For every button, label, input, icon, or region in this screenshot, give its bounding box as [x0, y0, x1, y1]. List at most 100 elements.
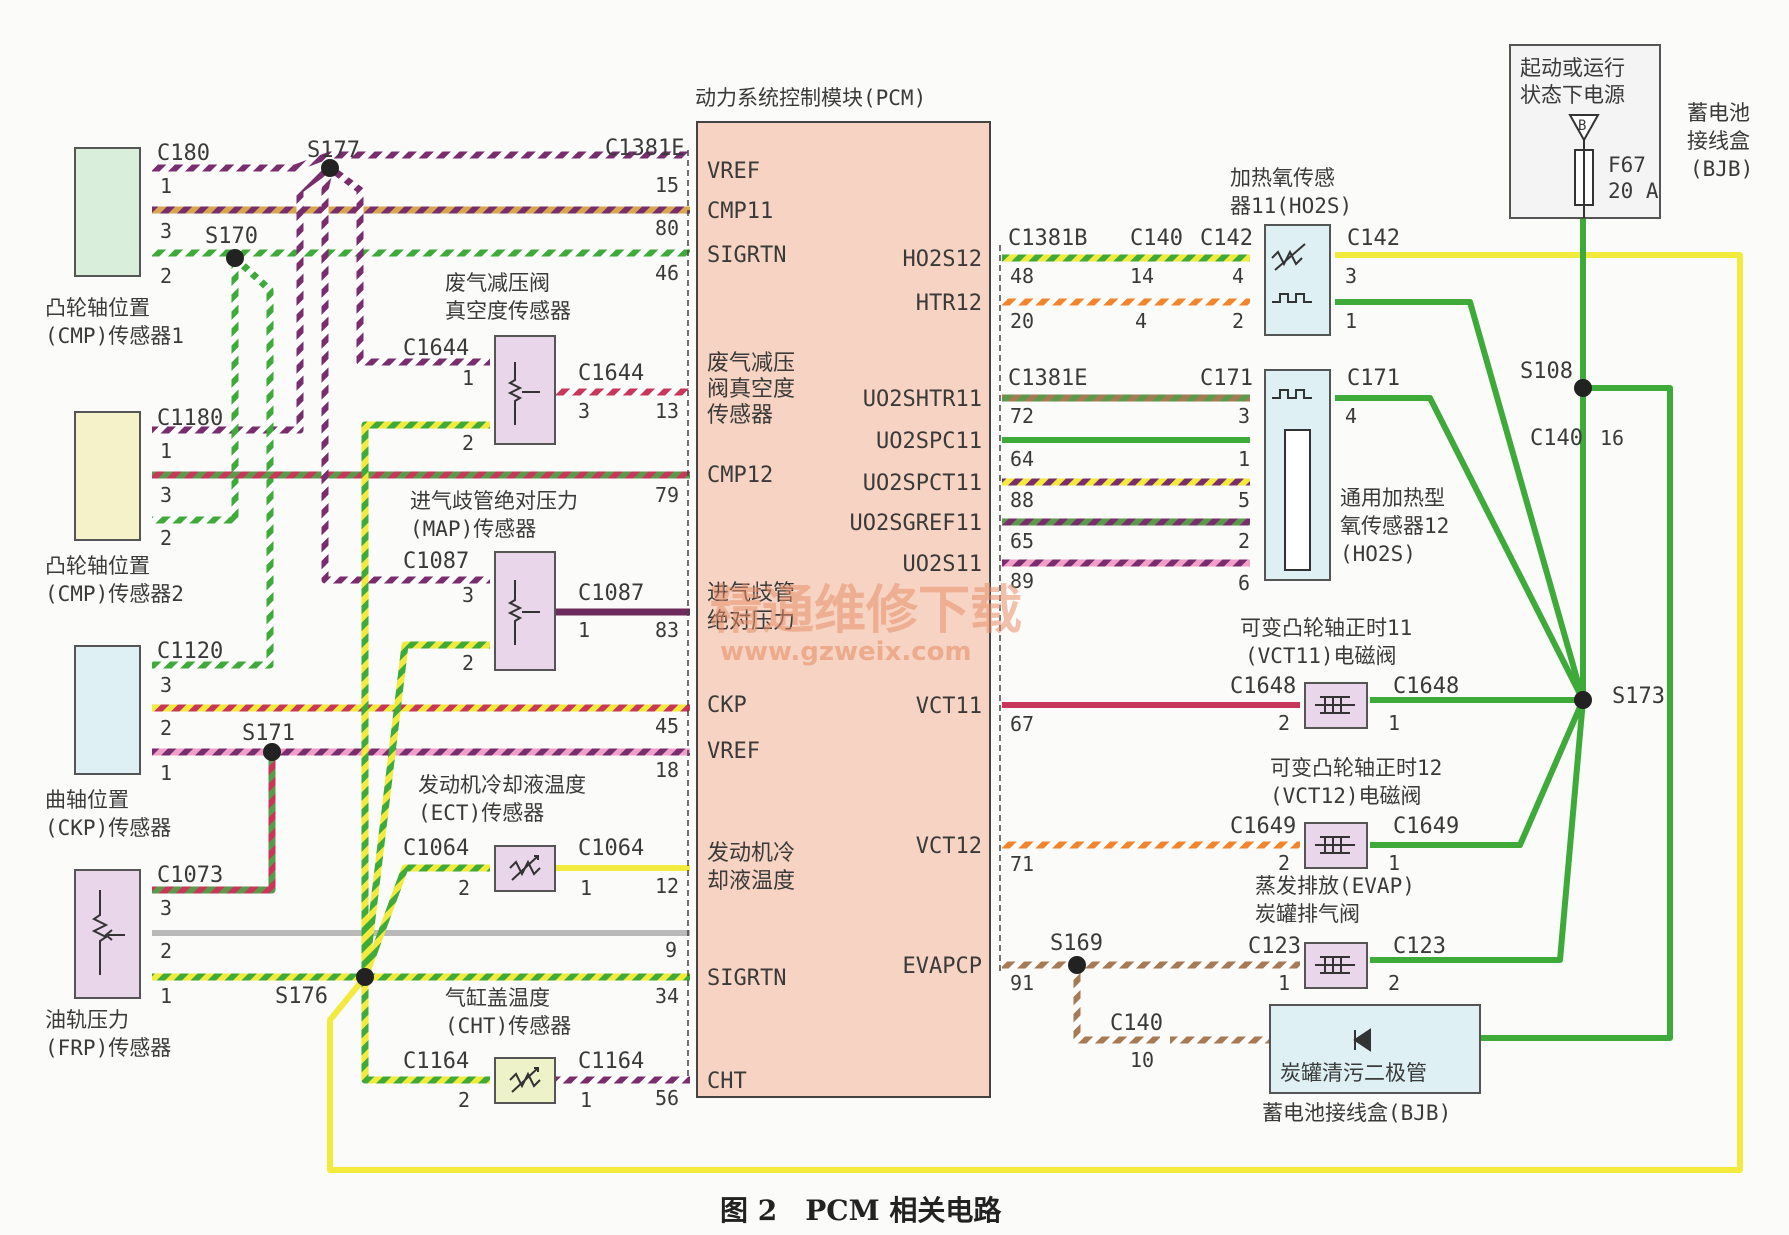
ho2s11-icons [1271, 243, 1312, 303]
splice-s170 [226, 249, 244, 267]
svg-text:器11(HO2S): 器11(HO2S) [1230, 194, 1352, 218]
svg-text:C1381B: C1381B [1008, 226, 1087, 251]
svg-text:10: 10 [1130, 1048, 1154, 1072]
svg-text:C142: C142 [1347, 226, 1400, 251]
svg-text:72: 72 [1010, 404, 1034, 428]
svg-text:34: 34 [655, 984, 679, 1008]
pin-label-vref1: VREF [707, 159, 760, 184]
pin-label-vct12: VCT12 [916, 834, 982, 859]
pin-label-uo2sgref11: UO2SGREF11 [850, 511, 982, 536]
bjb-terminal-icon [1568, 114, 1600, 143]
wire-s173-ho2s11htr [1335, 299, 1586, 701]
svg-text:C140: C140 [1130, 226, 1183, 251]
diode-icon [1353, 1028, 1371, 1052]
wire-s176-yellow-loop [327, 252, 1743, 1173]
svg-text:S173: S173 [1612, 684, 1665, 709]
svg-text:C140: C140 [1110, 1011, 1163, 1036]
svg-text:1: 1 [1388, 711, 1400, 735]
pin-label-uo2s11: UO2S11 [903, 552, 982, 577]
svg-text:C1164: C1164 [403, 1049, 469, 1074]
wire-s177-map [321, 167, 490, 584]
svg-text:14: 14 [1130, 264, 1154, 288]
svg-text:C1180: C1180 [157, 406, 223, 431]
svg-text:3: 3 [160, 673, 172, 697]
pin-label-map-2: 绝对压力 [707, 609, 795, 634]
svg-text:(CMP)传感器1: (CMP)传感器1 [45, 324, 184, 348]
connector-labels: C180 C1180 C1120 C1073 C1644 C1644 C1087… [157, 136, 1583, 1074]
svg-text:1: 1 [462, 366, 474, 390]
pin-label-htr12: HTR12 [916, 291, 982, 316]
svg-text:2: 2 [1238, 529, 1250, 553]
svg-text:79: 79 [655, 483, 679, 507]
svg-text:真空度传感器: 真空度传感器 [445, 299, 571, 323]
splice-s169 [1068, 956, 1086, 974]
svg-text:2: 2 [1278, 851, 1290, 875]
right-component-names: 加热氧传感 器11(HO2S) 通用加热型 氧传感器12 (HO2S) 可变凸轮… [1230, 166, 1449, 926]
svg-text:发动机冷却液温度: 发动机冷却液温度 [418, 773, 586, 797]
svg-text:3: 3 [160, 483, 172, 507]
pin-label-cmp11: CMP11 [707, 199, 773, 224]
svg-text:曲轴位置: 曲轴位置 [45, 788, 129, 812]
wire-s177-evapsens [327, 165, 490, 366]
svg-text:2: 2 [1278, 711, 1290, 735]
wire-s176-map [361, 641, 490, 978]
svg-text:气缸盖温度: 气缸盖温度 [445, 986, 550, 1010]
svg-text:加热氧传感: 加热氧传感 [1230, 166, 1335, 190]
svg-text:通用加热型: 通用加热型 [1340, 486, 1445, 510]
svg-text:4: 4 [1345, 404, 1357, 428]
svg-text:C1087: C1087 [578, 581, 644, 606]
svg-text:C1649: C1649 [1393, 814, 1459, 839]
pin-label-ckp: CKP [707, 693, 747, 718]
svg-text:C1087: C1087 [403, 549, 469, 574]
svg-text:(FRP)传感器: (FRP)传感器 [45, 1036, 171, 1060]
ho2s12-heater-icon [1272, 389, 1312, 399]
pin-label-ect-1: 发动机冷 [707, 841, 795, 866]
svg-text:废气减压阀: 废气减压阀 [445, 271, 550, 295]
svg-text:16: 16 [1600, 426, 1624, 450]
wire-power-diode [1480, 385, 1673, 1041]
svg-text:56: 56 [655, 1086, 679, 1110]
svg-text:13: 13 [655, 399, 679, 423]
svg-text:1: 1 [580, 1088, 592, 1112]
pcm-right-pins: HO2S12 HTR12 UO2SHTR11 UO2SPC11 UO2SPCT1… [850, 247, 982, 979]
svg-text:1: 1 [1238, 447, 1250, 471]
wire-s177-cmp2 [152, 165, 333, 434]
svg-text:C1381E: C1381E [1008, 366, 1087, 391]
splice-s173 [1574, 691, 1592, 709]
svg-text:接线盒: 接线盒 [1687, 129, 1750, 153]
svg-text:(MAP)传感器: (MAP)传感器 [410, 517, 536, 541]
svg-text:(VCT11)电磁阀: (VCT11)电磁阀 [1245, 644, 1397, 668]
splice-s171 [263, 743, 281, 761]
svg-text:2: 2 [160, 716, 172, 740]
svg-text:B: B [1578, 118, 1586, 134]
svg-text:1: 1 [580, 876, 592, 900]
svg-text:1: 1 [1388, 851, 1400, 875]
svg-text:6: 6 [1238, 571, 1250, 595]
svg-text:3: 3 [1238, 404, 1250, 428]
pot-icons [507, 362, 541, 1093]
figure-caption: 图 2 PCM 相关电路 [720, 1194, 1002, 1227]
svg-text:4: 4 [1232, 264, 1244, 288]
pin-label-cmp12: CMP12 [707, 463, 773, 488]
svg-text:2: 2 [1388, 971, 1400, 995]
svg-text:67: 67 [1010, 712, 1034, 736]
svg-text:2: 2 [160, 264, 172, 288]
diode-label: 炭罐清污二极管 [1280, 1061, 1427, 1085]
splice-labels: S177 S170 S171 S176 S169 S108 S173 [205, 138, 1665, 1009]
pin-label-ho2s12: HO2S12 [903, 247, 982, 272]
wire-s171-frp [152, 752, 276, 894]
svg-text:S176: S176 [275, 984, 328, 1009]
svg-text:1: 1 [578, 618, 590, 642]
svg-text:2: 2 [458, 1088, 470, 1112]
svg-text:3: 3 [462, 583, 474, 607]
wires [152, 151, 1743, 1173]
svg-text:1: 1 [1345, 309, 1357, 333]
svg-text:2: 2 [462, 431, 474, 455]
svg-text:C123: C123 [1393, 934, 1446, 959]
watermark-line2: www.gzweix.com [720, 637, 972, 667]
svg-text:2: 2 [458, 876, 470, 900]
svg-text:1: 1 [160, 439, 172, 463]
svg-text:C1064: C1064 [403, 836, 469, 861]
svg-text:油轨压力: 油轨压力 [45, 1008, 129, 1032]
svg-text:4: 4 [1135, 309, 1147, 333]
